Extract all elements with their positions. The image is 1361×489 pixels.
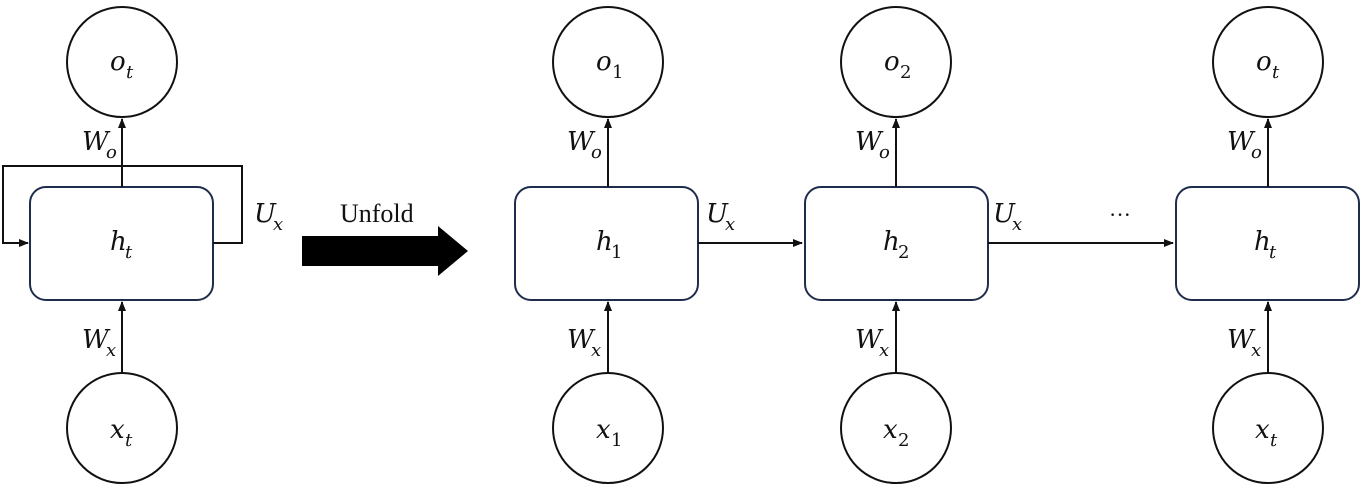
folded-u-label: U x [254, 199, 283, 235]
folded-output-label: o [110, 47, 126, 77]
svg-text:W: W [82, 325, 111, 355]
step2-input-sub: 2 [898, 430, 909, 451]
step1-w-out-sub: o [591, 142, 602, 163]
unfold-block-arrow-icon [302, 226, 468, 276]
stept-hidden-sub: t [1269, 242, 1277, 263]
folded-input-node: x t [66, 372, 178, 484]
unfolded-step-t: o t h t x t W o W x [1175, 6, 1360, 484]
stept-output-label: o [1256, 47, 1272, 77]
step1-w-in-label: W [567, 325, 596, 355]
ellipsis: ··· [1109, 202, 1131, 227]
folded-hidden-box: h t [29, 186, 214, 301]
step1-u-sub: x [725, 214, 735, 235]
step2-output-sub: 2 [900, 62, 911, 83]
stept-w-in-label: W [1227, 325, 1256, 355]
step2-w-in-sub: x [879, 340, 889, 361]
unfold-arrow: Unfold [302, 199, 468, 276]
step2-u-sub: x [1012, 214, 1022, 235]
svg-text:o: o [106, 142, 117, 163]
step1-hidden-label: h [596, 227, 613, 257]
folded-input-label: x [110, 415, 125, 445]
stept-input-sub: t [1270, 430, 1278, 451]
stept-input-label: x [1255, 415, 1270, 445]
folded-w-out-label: W o [82, 127, 117, 163]
folded-input-sub: t [125, 430, 133, 451]
step2-w-in-label: W [855, 325, 884, 355]
unfolded-step-1: o 1 h 1 x 1 W o W x U x [514, 6, 803, 484]
svg-text:W: W [82, 127, 111, 157]
folded-w-in-label: W x [82, 325, 116, 361]
step2-output-label: o [884, 47, 900, 77]
stept-w-in-sub: x [1251, 340, 1261, 361]
unfolded-step-2: o 2 h 2 x 2 W o W x U x ··· [804, 6, 1174, 484]
step2-w-out-label: W [855, 127, 884, 157]
folded-rnn: o t h t x t W o W x U x [2, 6, 283, 484]
step1-output-sub: 1 [612, 62, 623, 83]
folded-recurrent-loop-arrow [2, 165, 243, 247]
step2-hidden-label: h [883, 227, 900, 257]
step2-input-label: x [883, 415, 898, 445]
step2-hidden-sub: 2 [898, 242, 909, 263]
step1-input-sub: 1 [611, 430, 622, 451]
folded-hidden-label: h [110, 227, 127, 257]
folded-hidden-sub: t [125, 242, 133, 263]
stept-w-out-sub: o [1251, 142, 1262, 163]
step1-hidden-sub: 1 [611, 242, 622, 263]
stept-output-sub: t [1272, 62, 1280, 83]
svg-text:x: x [106, 340, 116, 361]
stept-hidden-label: h [1254, 227, 1271, 257]
step1-w-out-label: W [567, 127, 596, 157]
stept-w-out-label: W [1227, 127, 1256, 157]
unfold-label: Unfold [340, 199, 414, 228]
svg-text:U: U [254, 199, 277, 229]
step1-input-label: x [596, 415, 611, 445]
step1-w-in-sub: x [591, 340, 601, 361]
step1-u-label: U [706, 199, 729, 229]
step2-u-label: U [993, 199, 1016, 229]
step1-output-label: o [596, 47, 612, 77]
step2-w-out-sub: o [879, 142, 890, 163]
svg-text:x: x [273, 214, 283, 235]
folded-output-sub: t [126, 62, 134, 83]
folded-output-node: o t [66, 6, 178, 118]
